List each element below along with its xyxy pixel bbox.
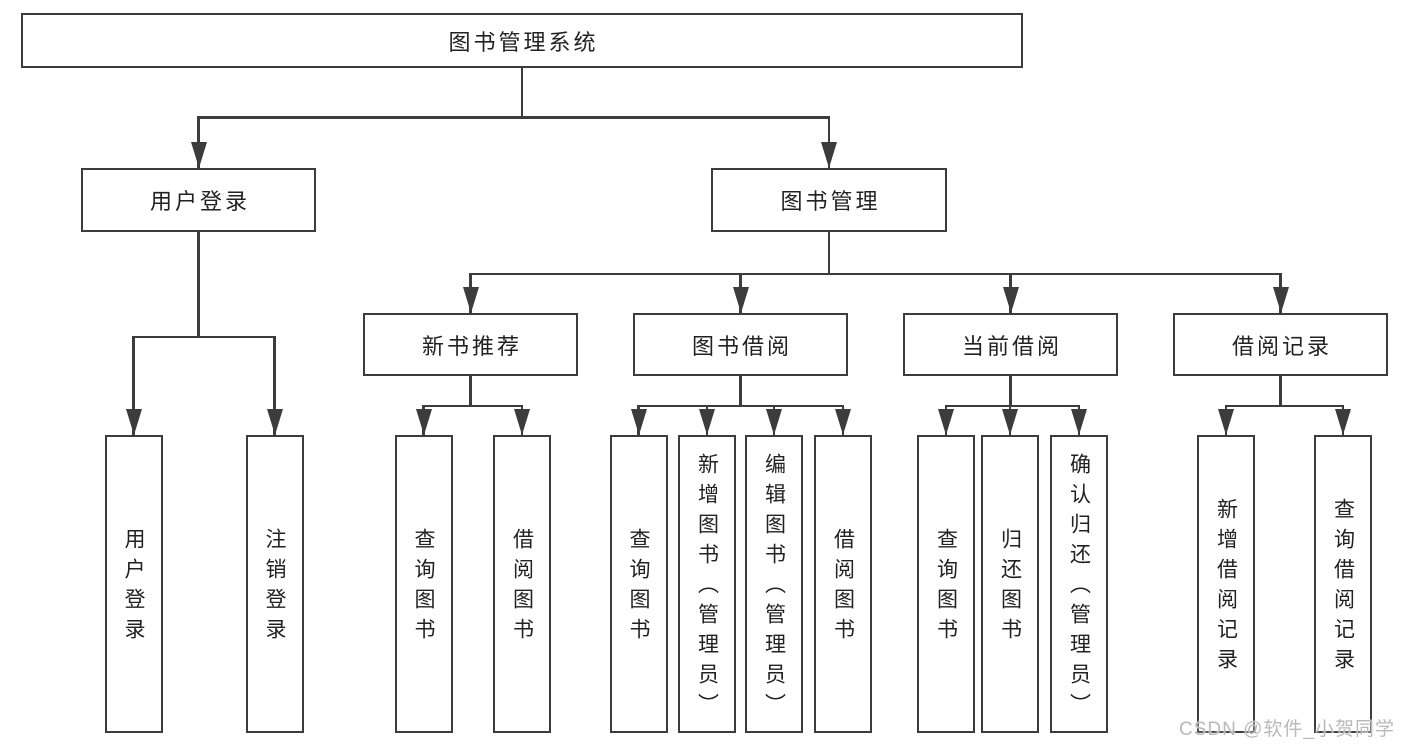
connector-line: [944, 404, 1081, 408]
leaf-cb-query-books-label: 查询图书: [934, 528, 958, 648]
arrow-down-icon: [766, 409, 782, 435]
leaf-logout: 注销登录: [245, 435, 304, 733]
connector-line: [273, 337, 276, 435]
leaf-logout-label: 注销登录: [263, 528, 286, 648]
arrow-down-icon: [835, 409, 851, 435]
leaf-bb-query-books-label: 查询图书: [627, 528, 650, 648]
leaf-bb-add-books-admin: 新增图书（管理员）: [678, 435, 736, 733]
node-current-borrowing-label: 当前借阅: [961, 333, 1062, 359]
arrow-down-icon: [1002, 287, 1019, 313]
arrow-down-icon: [1071, 409, 1087, 435]
node-borrowing-records: 借阅记录: [1173, 313, 1388, 376]
node-book-borrowing: 图书借阅: [633, 313, 848, 376]
node-borrowing-records-label: 借阅记录: [1231, 333, 1332, 359]
arrow-down-icon: [125, 409, 142, 435]
arrow-down-icon: [630, 409, 647, 435]
leaf-cb-confirm-return-admin-label: 确认归还（管理员）: [1067, 453, 1091, 723]
leaf-nb-query-books: 查询图书: [394, 435, 453, 733]
arrow-down-icon: [462, 287, 479, 313]
connector-line: [197, 116, 831, 119]
leaf-user-login-label: 用户登录: [122, 528, 145, 648]
leaf-br-add-record-label: 新增借阅记录: [1214, 498, 1238, 678]
connector-line: [469, 272, 1282, 276]
node-book-borrowing-label: 图书借阅: [691, 333, 792, 359]
leaf-bb-borrow-books: 借阅图书: [814, 435, 872, 733]
node-book-management-label: 图书管理: [780, 189, 881, 214]
node-root: 图书管理系统: [21, 13, 1023, 68]
connector-line: [132, 335, 276, 339]
leaf-br-add-record: 新增借阅记录: [1197, 435, 1255, 733]
connector-line: [637, 404, 845, 408]
leaf-cb-return-books-label: 归还图书: [998, 528, 1022, 648]
arrow-down-icon: [732, 287, 749, 313]
connector-line: [132, 337, 135, 435]
connector-line: [739, 376, 742, 406]
arrow-down-icon: [699, 409, 715, 435]
leaf-cb-confirm-return-admin: 确认归还（管理员）: [1050, 435, 1108, 733]
arrow-down-icon: [514, 409, 530, 435]
node-new-book-recommend: 新书推荐: [363, 313, 578, 376]
node-book-management: 图书管理: [711, 168, 947, 232]
arrow-down-icon: [1218, 409, 1234, 435]
arrow-down-icon: [1335, 409, 1351, 435]
leaf-bb-edit-books-admin-label: 编辑图书（管理员）: [762, 453, 786, 723]
arrow-down-icon: [266, 409, 283, 435]
connector-line: [469, 376, 472, 406]
leaf-nb-borrow-books-label: 借阅图书: [510, 528, 534, 648]
leaf-cb-return-books: 归还图书: [981, 435, 1039, 733]
arrow-down-icon: [190, 142, 207, 168]
arrow-down-icon: [1002, 409, 1018, 435]
node-current-borrowing: 当前借阅: [903, 313, 1118, 376]
connector-line: [197, 232, 200, 337]
arrow-down-icon: [1272, 287, 1289, 313]
connector-line: [1009, 376, 1012, 406]
csdn-watermark: CSDN @软件_小贺同学: [1179, 719, 1395, 740]
leaf-nb-borrow-books: 借阅图书: [493, 435, 551, 733]
leaf-br-query-record: 查询借阅记录: [1314, 435, 1372, 733]
leaf-cb-query-books: 查询图书: [917, 435, 975, 733]
leaf-bb-borrow-books-label: 借阅图书: [831, 528, 855, 648]
arrow-down-icon: [415, 409, 432, 435]
leaf-bb-query-books: 查询图书: [609, 435, 668, 733]
connector-line: [520, 68, 524, 118]
node-user-login-label: 用户登录: [149, 189, 250, 214]
arrow-down-icon: [821, 142, 837, 168]
leaf-bb-edit-books-admin: 编辑图书（管理员）: [745, 435, 803, 733]
leaf-user-login: 用户登录: [104, 435, 163, 733]
leaf-br-query-record-label: 查询借阅记录: [1331, 498, 1355, 678]
arrow-down-icon: [938, 409, 954, 435]
node-new-book-recommend-label: 新书推荐: [421, 333, 522, 359]
node-root-label: 图书管理系统: [448, 29, 599, 55]
connector-line: [1224, 404, 1345, 408]
leaf-nb-query-books-label: 查询图书: [412, 528, 435, 648]
node-user-login: 用户登录: [81, 168, 316, 232]
connector-line: [1279, 376, 1282, 406]
connector-line: [422, 404, 524, 408]
leaf-bb-add-books-admin-label: 新增图书（管理员）: [695, 453, 719, 723]
connector-line: [827, 232, 831, 274]
